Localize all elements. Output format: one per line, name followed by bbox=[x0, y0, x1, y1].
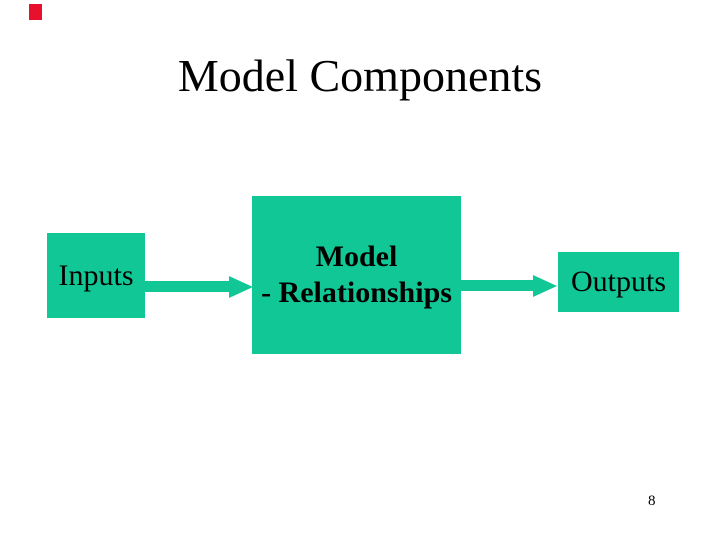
outputs-label: Outputs bbox=[570, 265, 666, 298]
red-logo-marker-icon bbox=[29, 4, 42, 20]
page-number: 8 bbox=[648, 493, 656, 509]
arrow-head-right-icon bbox=[229, 276, 253, 298]
arrow-shaft bbox=[461, 280, 533, 291]
inputs-label: Inputs bbox=[58, 258, 134, 292]
arrow-shaft bbox=[145, 281, 229, 292]
model-label-line2: - Relationships bbox=[261, 276, 452, 309]
slide-title: Model Components bbox=[177, 50, 543, 101]
model-label-line1: Model bbox=[315, 240, 398, 273]
outputs-box: Outputs bbox=[558, 252, 679, 312]
arrow-head-right-icon bbox=[533, 275, 557, 297]
inputs-box: Inputs bbox=[47, 233, 145, 318]
model-box: Model - Relationships bbox=[252, 196, 461, 354]
